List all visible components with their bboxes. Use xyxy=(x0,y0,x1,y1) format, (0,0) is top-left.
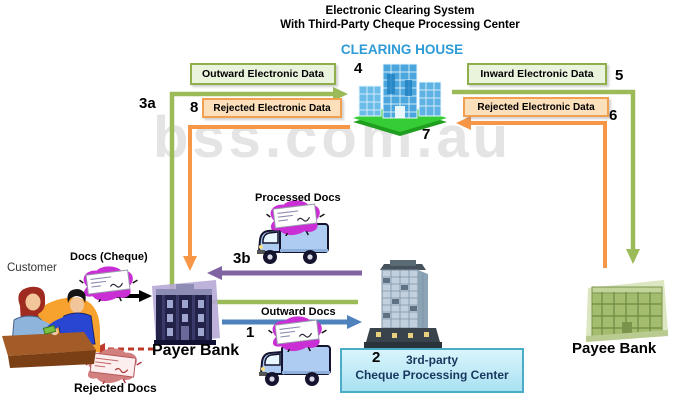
rejected-electronic-data-box-right: Rejected Electronic Data xyxy=(463,97,609,117)
flow-outward-electronic-3a-4 xyxy=(169,87,358,305)
step-3b: 3b xyxy=(233,250,251,267)
flow-rejected-electronic-6 xyxy=(456,116,607,268)
processed-docs-cheque-icon xyxy=(266,200,325,236)
flow-inward-electronic-5 xyxy=(452,89,640,264)
title-line2: With Third-Party Cheque Processing Cente… xyxy=(280,19,520,31)
step-8: 8 xyxy=(190,99,199,116)
step-1: 1 xyxy=(246,324,255,341)
payee-bank-label: Payee Bank xyxy=(572,340,657,357)
step-6: 6 xyxy=(609,107,618,124)
processed-docs-label: Processed Docs xyxy=(255,192,341,204)
payer-bank-label: Payer Bank xyxy=(152,342,240,359)
step-4: 4 xyxy=(354,60,363,77)
payee-bank-illustration xyxy=(586,280,668,342)
inward-electronic-data-box: Inward Electronic Data xyxy=(467,63,607,85)
outward-docs-label: Outward Docs xyxy=(261,306,336,318)
title-line1: Electronic Clearing System xyxy=(325,5,475,17)
processing-center-illustration xyxy=(364,260,442,348)
clearing-house-illustration xyxy=(353,63,447,136)
processing-center-line1: 3rd-party xyxy=(405,353,458,367)
rejected-docs-label: Rejected Docs xyxy=(74,381,157,395)
step-3a: 3a xyxy=(139,95,156,112)
step-2: 2 xyxy=(372,349,381,366)
processing-center-line2: Cheque Processing Center xyxy=(355,368,509,382)
step-7: 7 xyxy=(422,126,431,143)
diagram-title: Electronic Clearing System With Third-Pa… xyxy=(150,4,650,32)
rejected-electronic-data-box-left: Rejected Electronic Data xyxy=(202,98,342,118)
rejected-docs-cheque-icon xyxy=(83,348,142,384)
docs-cheque-icon xyxy=(79,266,138,302)
outward-electronic-data-box: Outward Electronic Data xyxy=(190,63,336,85)
flow-rejected-electronic-8 xyxy=(183,125,350,271)
processing-center-label-box: 3rd-party Cheque Processing Center xyxy=(340,348,524,393)
clearing-house-label: CLEARING HOUSE xyxy=(340,42,464,57)
payer-bank-illustration xyxy=(152,280,220,345)
outward-docs-cheque-icon xyxy=(268,316,327,352)
customer-illustration xyxy=(2,286,100,368)
docs-cheque-label: Docs (Cheque) xyxy=(70,251,148,263)
step-5: 5 xyxy=(615,67,624,84)
customer-label: Customer xyxy=(7,262,57,274)
